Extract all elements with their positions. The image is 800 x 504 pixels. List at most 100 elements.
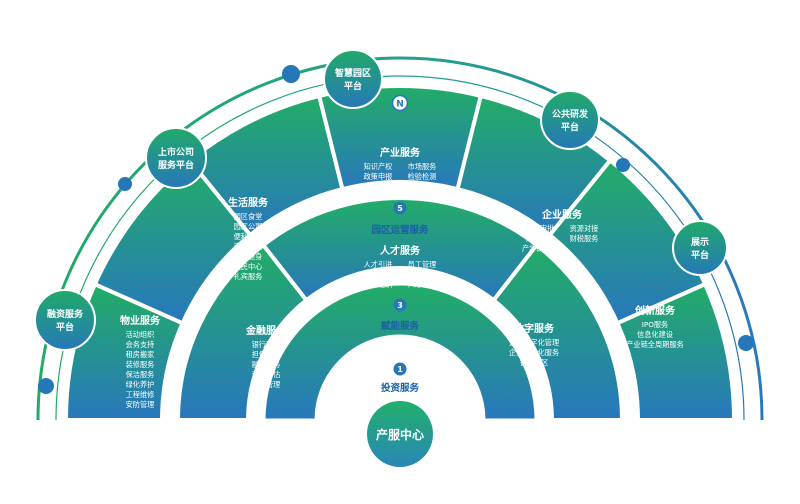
decor-dot [282,65,300,83]
segment-item: 资产评估 [252,370,281,379]
decor-dot [118,177,132,191]
segment-item: 政策申报 [364,172,393,181]
segment-item: 工程维修 [126,390,155,399]
platform-label-line1: 智慧园区 [335,67,371,79]
segment-item: 资源对接 [570,224,599,233]
decor-dot [616,158,630,172]
ring-label-investment: 1 投资服务 [381,362,420,394]
segment-item: 租房搬家 [126,350,155,359]
segment-item: 装修服务 [126,360,155,369]
segment-innovation-outer [614,281,737,422]
center-label: 产服中心 [376,427,424,442]
ring-number: 1 [397,365,403,374]
decor-dot [738,335,754,351]
fund-title: 基金+ [351,352,380,365]
segment-item: 资产管理 [252,380,281,389]
segment-item: 文体健身 [234,252,263,261]
segment-digital-ring [490,242,625,422]
segment-item: 人才认定 [408,280,437,289]
segment-item: 产学研对接 [522,244,558,253]
ring-number-badge [393,362,407,376]
platform-label-line2: 平台 [691,249,709,261]
ring-label-operation: 5 园区运营服务 [371,201,429,236]
segment-item: 财税服务 [570,234,599,243]
decor-dot [38,378,54,394]
segment-item: 礼宾服务 [234,272,263,281]
platform-label-line2: 服务平台 [158,159,194,171]
segment-fund-ring [262,282,538,422]
ring-label-text: 赋能服务 [381,320,420,332]
segment-item: 便民中心 [234,262,263,271]
fund-band: 基金+ : 基金投资 股权投资 [351,352,447,365]
segment-title: 创新服务 [634,304,676,317]
platform-listed-company: 上市公司 服务平台 [145,127,207,189]
center-circle [367,401,433,467]
segment-item: 企业数字化管理 [509,338,559,347]
compass-marker: N [391,94,409,112]
segment-title: 数字服务 [514,322,555,335]
segment-item: 员工管理 [408,260,437,269]
segment-item: 市场服务 [408,162,437,171]
platform-label-line1: 展示 [691,237,709,248]
center-hub: 产服中心 [362,396,438,472]
segment-enterprise-text: 企业服务行政审批资源对接法律服务财税服务产学研对接 [522,208,598,253]
segment-title: 产业服务 [380,146,421,159]
platform-label-line1: 公共研发 [552,108,589,120]
fund-detail: : 基金投资 股权投资 [382,355,447,364]
platform-label-line2: 平台 [561,121,579,133]
ring-label-text: 园区运营服务 [371,224,429,236]
segment-item: 人才培育 [364,270,393,279]
segment-item: 信息化建设 [637,330,673,339]
segment-title: 企业服务 [541,208,583,221]
compass-n-icon: N [396,100,404,110]
segment-item: 知识产权 [364,162,393,171]
segment-item: 银行服务 [252,340,281,349]
segment-item: IPO服务 [642,320,669,329]
ring-number-badge [393,298,407,312]
segment-item: 企业数字化服务 [509,348,559,357]
segment-item: 园区公寓 [234,222,263,231]
platform-exhibition: 展示 平台 [672,220,728,276]
segment-item: 产业链全周期服务 [626,340,684,349]
segment-item: 园区食堂 [234,212,263,221]
ring-number-badge [393,201,407,215]
segment-item: 绿化养护 [126,380,155,389]
segment-title: 物业服务 [120,314,161,327]
ring-number: 5 [397,204,403,213]
segment-item: 人才安居 [408,270,437,279]
segment-item: 检验检测 [408,172,437,181]
segment-item: 活动组织 [126,330,155,339]
platform-public-rd: 公共研发 平台 [540,90,600,150]
segment-item: 担保业务 [252,350,281,359]
segment-item: 安防管理 [126,400,155,409]
segment-item: 商务宴请 [234,242,263,251]
platform-financing: 融资服务 平台 [34,289,96,351]
ring-number: 3 [397,301,403,310]
segment-title: 生活服务 [228,196,269,209]
platform-label-line2: 平台 [344,80,362,92]
segment-item: 资质认证 [364,182,393,191]
platform-smart-park: 智慧园区 平台 [323,49,383,109]
segment-item: 智慧园区 [520,358,549,367]
platform-label-line2: 平台 [56,321,74,333]
ring-label-enabling: 3 赋能服务 [381,298,420,332]
segment-item: 人才引进 [364,260,393,269]
segment-item: 便利商店 [234,232,263,241]
platform-label-line1: 上市公司 [158,146,194,158]
segment-item: 会务支持 [126,340,155,349]
segment-item: 融资服务 [252,360,281,369]
segment-item: 人事组织 [364,280,393,289]
ring-label-text: 投资服务 [381,382,420,394]
segment-item: 保洁服务 [126,370,155,379]
segment-item: 法律服务 [526,234,555,243]
segment-title: 人才服务 [380,244,421,257]
